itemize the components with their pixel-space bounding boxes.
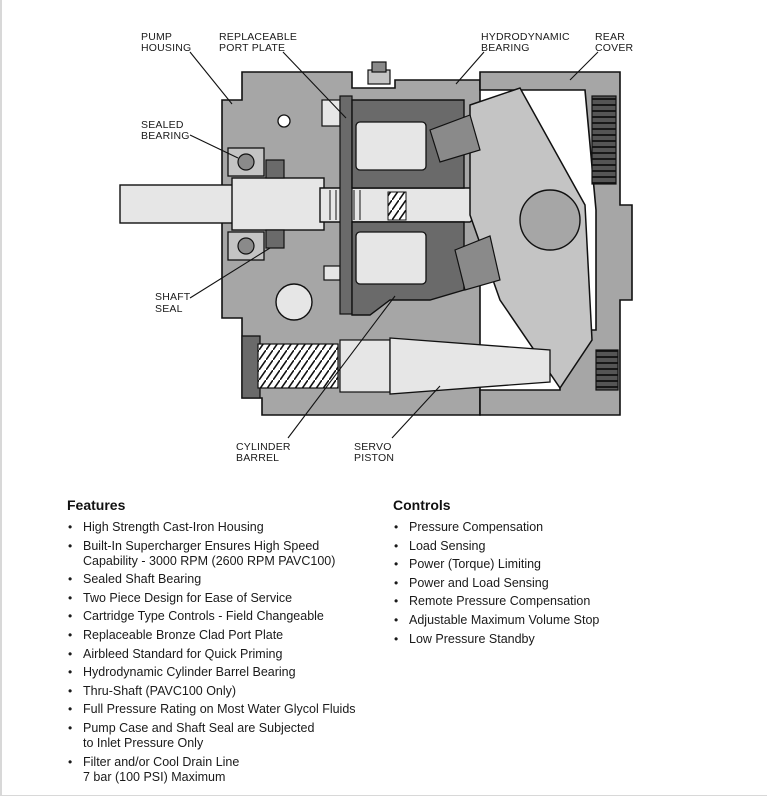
replaceable-port-plate bbox=[339, 95, 353, 315]
list-item: Built-In Supercharger Ensures High Speed… bbox=[67, 539, 387, 569]
label-hydrodynamic-bearing: HYDRODYNAMIC BEARING bbox=[481, 31, 573, 54]
servo-piston-assembly bbox=[241, 335, 551, 399]
list-item: Airbleed Standard for Quick Priming bbox=[67, 647, 387, 662]
list-item: Replaceable Bronze Clad Port Plate bbox=[67, 628, 387, 643]
list-item: High Strength Cast-Iron Housing bbox=[67, 520, 387, 535]
list-item: Low Pressure Standby bbox=[393, 632, 693, 647]
list-item: Pump Case and Shaft Seal are Subjectedto… bbox=[67, 721, 387, 751]
features-heading: Features bbox=[67, 497, 126, 513]
label-cylinder-barrel: CYLINDER BARREL bbox=[236, 441, 294, 464]
list-item: Thru-Shaft (PAVC100 Only) bbox=[67, 684, 387, 699]
label-shaft-seal: SHAFT SEAL bbox=[155, 291, 193, 315]
pump-cutaway-diagram: PUMP HOUSING REPLACEABLE PORT PLATE HYDR… bbox=[119, 31, 634, 464]
list-item: Hydrodynamic Cylinder Barrel Bearing bbox=[67, 665, 387, 680]
list-item: Power (Torque) Limiting bbox=[393, 557, 693, 572]
label-rear-cover: REAR COVER bbox=[595, 31, 634, 54]
rear-cover bbox=[479, 71, 633, 416]
list-item: Full Pressure Rating on Most Water Glyco… bbox=[67, 702, 387, 717]
label-sealed-bearing: SEALED BEARING bbox=[141, 119, 190, 142]
list-item: Adjustable Maximum Volume Stop bbox=[393, 613, 693, 628]
piston-lower bbox=[355, 231, 427, 285]
features-list: High Strength Cast-Iron Housing Built-In… bbox=[67, 520, 387, 785]
controls-section: Controls Pressure Compensation Load Sens… bbox=[393, 497, 693, 650]
controls-list: Pressure Compensation Load Sensing Power… bbox=[393, 520, 693, 647]
label-servo-piston: SERVO PISTON bbox=[354, 441, 395, 464]
features-section: Features High Strength Cast-Iron Housing… bbox=[67, 497, 387, 788]
drain-port bbox=[275, 283, 313, 321]
list-item: Cartridge Type Controls - Field Changeab… bbox=[67, 609, 387, 624]
airbleed-port bbox=[277, 114, 291, 128]
piston-upper bbox=[355, 121, 427, 171]
shaft-seal bbox=[265, 159, 285, 249]
leader-lines bbox=[189, 51, 599, 439]
list-item: Load Sensing bbox=[393, 539, 693, 554]
controls-heading: Controls bbox=[393, 497, 451, 513]
cylinder-barrel bbox=[351, 99, 465, 316]
list-item: Two Piece Design for Ease of Service bbox=[67, 591, 387, 606]
swash-plate bbox=[429, 87, 593, 390]
list-item: Power and Load Sensing bbox=[393, 576, 693, 591]
servo-piston bbox=[389, 337, 551, 395]
list-item: Pressure Compensation bbox=[393, 520, 693, 535]
label-pump-housing: PUMP HOUSING bbox=[141, 31, 191, 54]
list-item: Remote Pressure Compensation bbox=[393, 594, 693, 609]
label-replaceable-port-plate: REPLACEABLE PORT PLATE bbox=[219, 31, 300, 54]
page-left-rule bbox=[0, 0, 2, 796]
list-item: Sealed Shaft Bearing bbox=[67, 572, 387, 587]
